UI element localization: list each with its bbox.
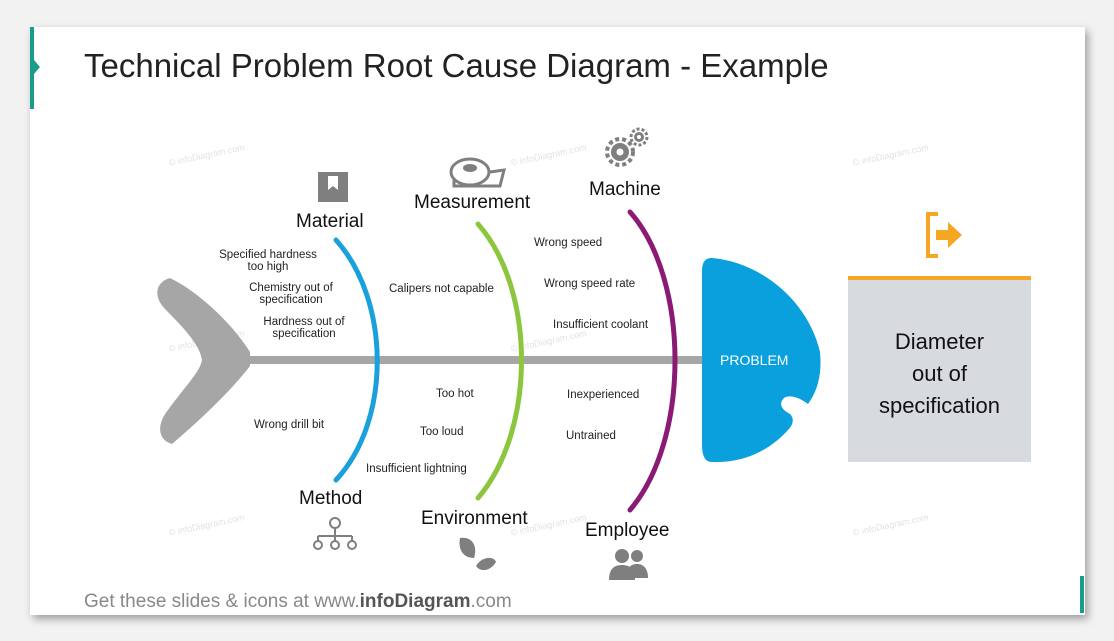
gears-icon: [605, 127, 649, 167]
accent-arrow: [34, 60, 40, 74]
leaves-icon: [459, 537, 496, 571]
cause-environment-3: Insufficient lightning: [366, 463, 467, 475]
cause-material-1: Specified hardness too high: [219, 249, 317, 273]
cause-environment-2: Too loud: [420, 426, 464, 438]
bookmark-icon: [318, 172, 348, 202]
problem-label: PROBLEM: [720, 352, 789, 368]
cause-environment-1: Too hot: [436, 388, 474, 400]
fish-spine: [245, 356, 713, 364]
material-rib: [333, 237, 380, 483]
result-text: Diameter out of specification: [848, 326, 1031, 422]
machine-rib: [627, 209, 678, 513]
fish-head: [702, 258, 821, 463]
cause-measurement-1: Calipers not capable: [389, 283, 494, 295]
footer: Get these slides & icons at www.infoDiag…: [84, 591, 512, 613]
cause-material-3: Hardness out of specification: [263, 316, 345, 340]
measurement-rib: [475, 221, 524, 501]
tape-measure-icon: [449, 157, 506, 188]
people-icon: [609, 549, 648, 580]
cause-machine-2: Wrong speed rate: [544, 278, 636, 290]
page-title: Technical Problem Root Cause Diagram - E…: [84, 47, 829, 84]
footer-suffix: .com: [470, 591, 512, 612]
result-box: [848, 277, 1031, 462]
cause-method-1: Wrong drill bit: [254, 419, 325, 431]
exit-icon: [926, 212, 962, 258]
cause-material-2: Chemistry out of specification: [249, 282, 333, 306]
hierarchy-icon: [313, 517, 357, 550]
result-line-2: out of: [911, 361, 968, 386]
footer-prefix: Get these slides & icons at www.: [84, 591, 360, 612]
cause-employee-2: Untrained: [566, 430, 616, 442]
cause-employee-1: Inexperienced: [567, 389, 640, 401]
cause-machine-3: Insufficient coolant: [553, 319, 649, 331]
fish-tail: [157, 278, 250, 444]
category-method: Method: [299, 488, 363, 509]
category-measurement: Measurement: [414, 192, 531, 213]
footer-brand: infoDiagram: [359, 591, 471, 612]
cause-machine-1: Wrong speed: [534, 237, 603, 249]
result-line-3: specification: [878, 393, 1001, 418]
category-machine: Machine: [589, 179, 661, 200]
category-environment: Environment: [421, 508, 528, 529]
result-accent-bar: [848, 276, 1031, 280]
accent-bar-right: [1080, 576, 1084, 613]
accent-bar-left: [30, 27, 34, 109]
category-material: Material: [296, 211, 364, 232]
category-employee: Employee: [585, 520, 670, 541]
result-line-1: Diameter: [894, 329, 985, 354]
